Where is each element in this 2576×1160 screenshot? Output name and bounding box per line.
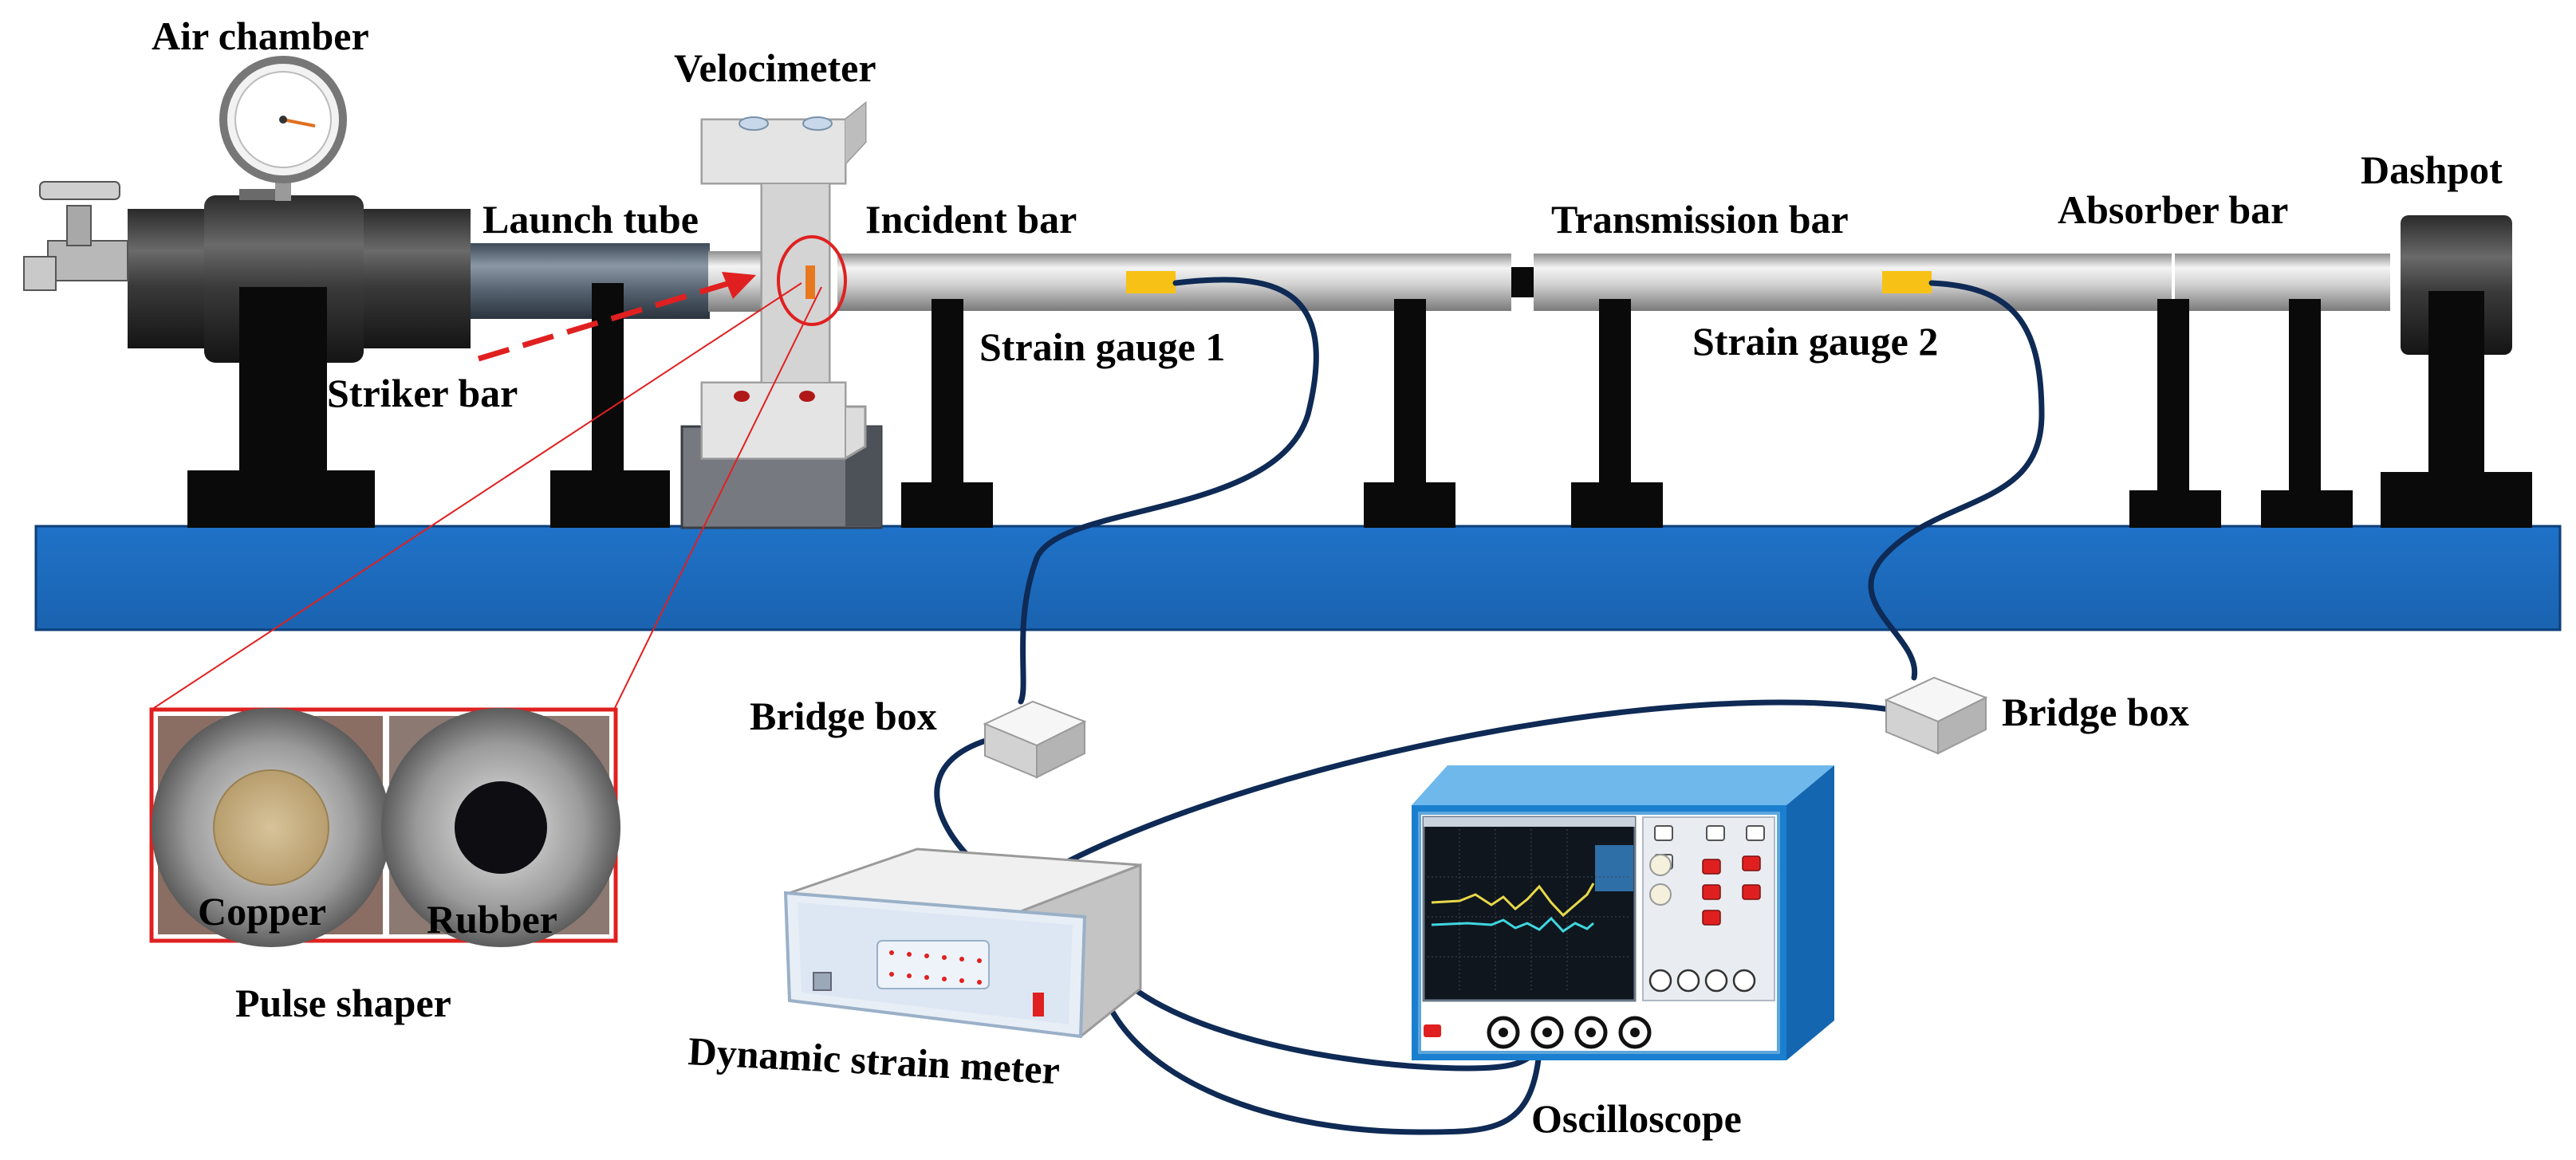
callout-lines	[151, 282, 822, 710]
label-striker-bar: Striker bar	[327, 371, 518, 415]
label-absorber-bar: Absorber bar	[2058, 187, 2288, 232]
transmission-bar	[1534, 254, 2172, 528]
bridge-box-left	[983, 700, 1087, 779]
test-table	[34, 525, 2562, 631]
dynamic-strain-meter	[783, 847, 1142, 1039]
label-bridge-box-left: Bridge box	[750, 694, 937, 738]
trace-yellow	[1431, 883, 1595, 918]
velocimeter	[680, 100, 883, 529]
bnc-connectors	[1487, 1016, 1652, 1049]
label-pulse-shaper: Pulse shaper	[235, 981, 451, 1025]
label-dynamic-strain-meter: Dynamic strain meter	[687, 1028, 1061, 1092]
strain-gauge-2	[1882, 271, 1932, 293]
air-chamber	[23, 56, 471, 528]
label-dashpot: Dashpot	[2361, 147, 2503, 192]
pulse-shaper-marker	[805, 265, 815, 299]
specimen	[1511, 267, 1534, 297]
pulse-shaper-inset	[149, 707, 620, 947]
label-strain-gauge-1: Strain gauge 1	[979, 324, 1225, 369]
bridge-box-right	[1884, 676, 1988, 755]
label-bridge-box-right: Bridge box	[2002, 690, 2189, 734]
label-rubber: Rubber	[427, 897, 557, 942]
pulse-shaper-callout	[777, 235, 847, 326]
strain-gauge-1	[1126, 271, 1176, 293]
label-velocimeter: Velocimeter	[674, 45, 876, 90]
label-incident-bar: Incident bar	[865, 197, 1077, 242]
cables	[934, 277, 2045, 1135]
oscilloscope	[1412, 765, 1834, 1060]
label-copper: Copper	[198, 889, 326, 934]
label-oscilloscope: Oscilloscope	[1531, 1096, 1742, 1141]
oscilloscope-screen	[1422, 816, 1637, 1002]
trace-cyan	[1431, 916, 1594, 933]
dashpot	[2381, 215, 2532, 528]
striker-bar-arrow	[477, 272, 756, 362]
absorber-bar	[2129, 254, 2390, 528]
label-transmission-bar: Transmission bar	[1551, 197, 1849, 242]
label-launch-tube: Launch tube	[483, 197, 699, 242]
label-strain-gauge-2: Strain gauge 2	[1692, 319, 1938, 364]
label-air-chamber: Air chamber	[152, 14, 369, 58]
incident-bar	[837, 254, 1511, 528]
